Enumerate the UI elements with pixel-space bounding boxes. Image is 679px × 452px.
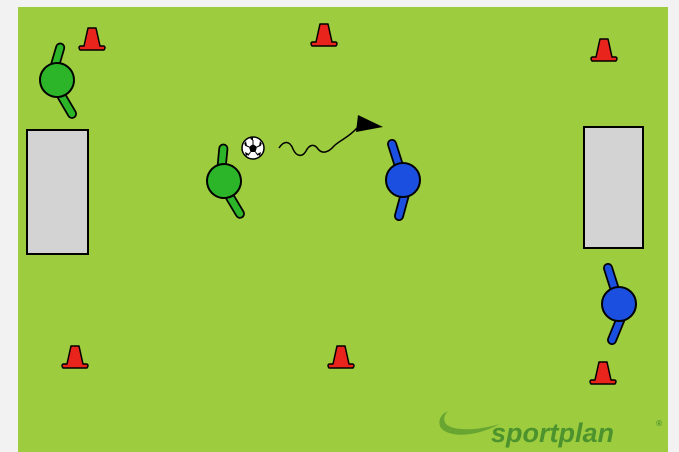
right-goal-icon bbox=[583, 126, 644, 249]
dribble-arrow-icon bbox=[278, 115, 383, 157]
blue-goalkeeper-icon bbox=[601, 263, 637, 345]
green-attacker-icon bbox=[206, 143, 245, 219]
registered-mark: ® bbox=[656, 419, 662, 428]
green-goalkeeper-icon bbox=[39, 42, 78, 119]
blue-defender-icon bbox=[385, 139, 421, 221]
left-goal-icon bbox=[26, 129, 89, 255]
brand-name: sportplan bbox=[491, 418, 614, 448]
ball-icon bbox=[241, 136, 265, 160]
pitch-surface bbox=[18, 7, 668, 452]
sportplan-logo: sportplan ® bbox=[439, 411, 662, 448]
